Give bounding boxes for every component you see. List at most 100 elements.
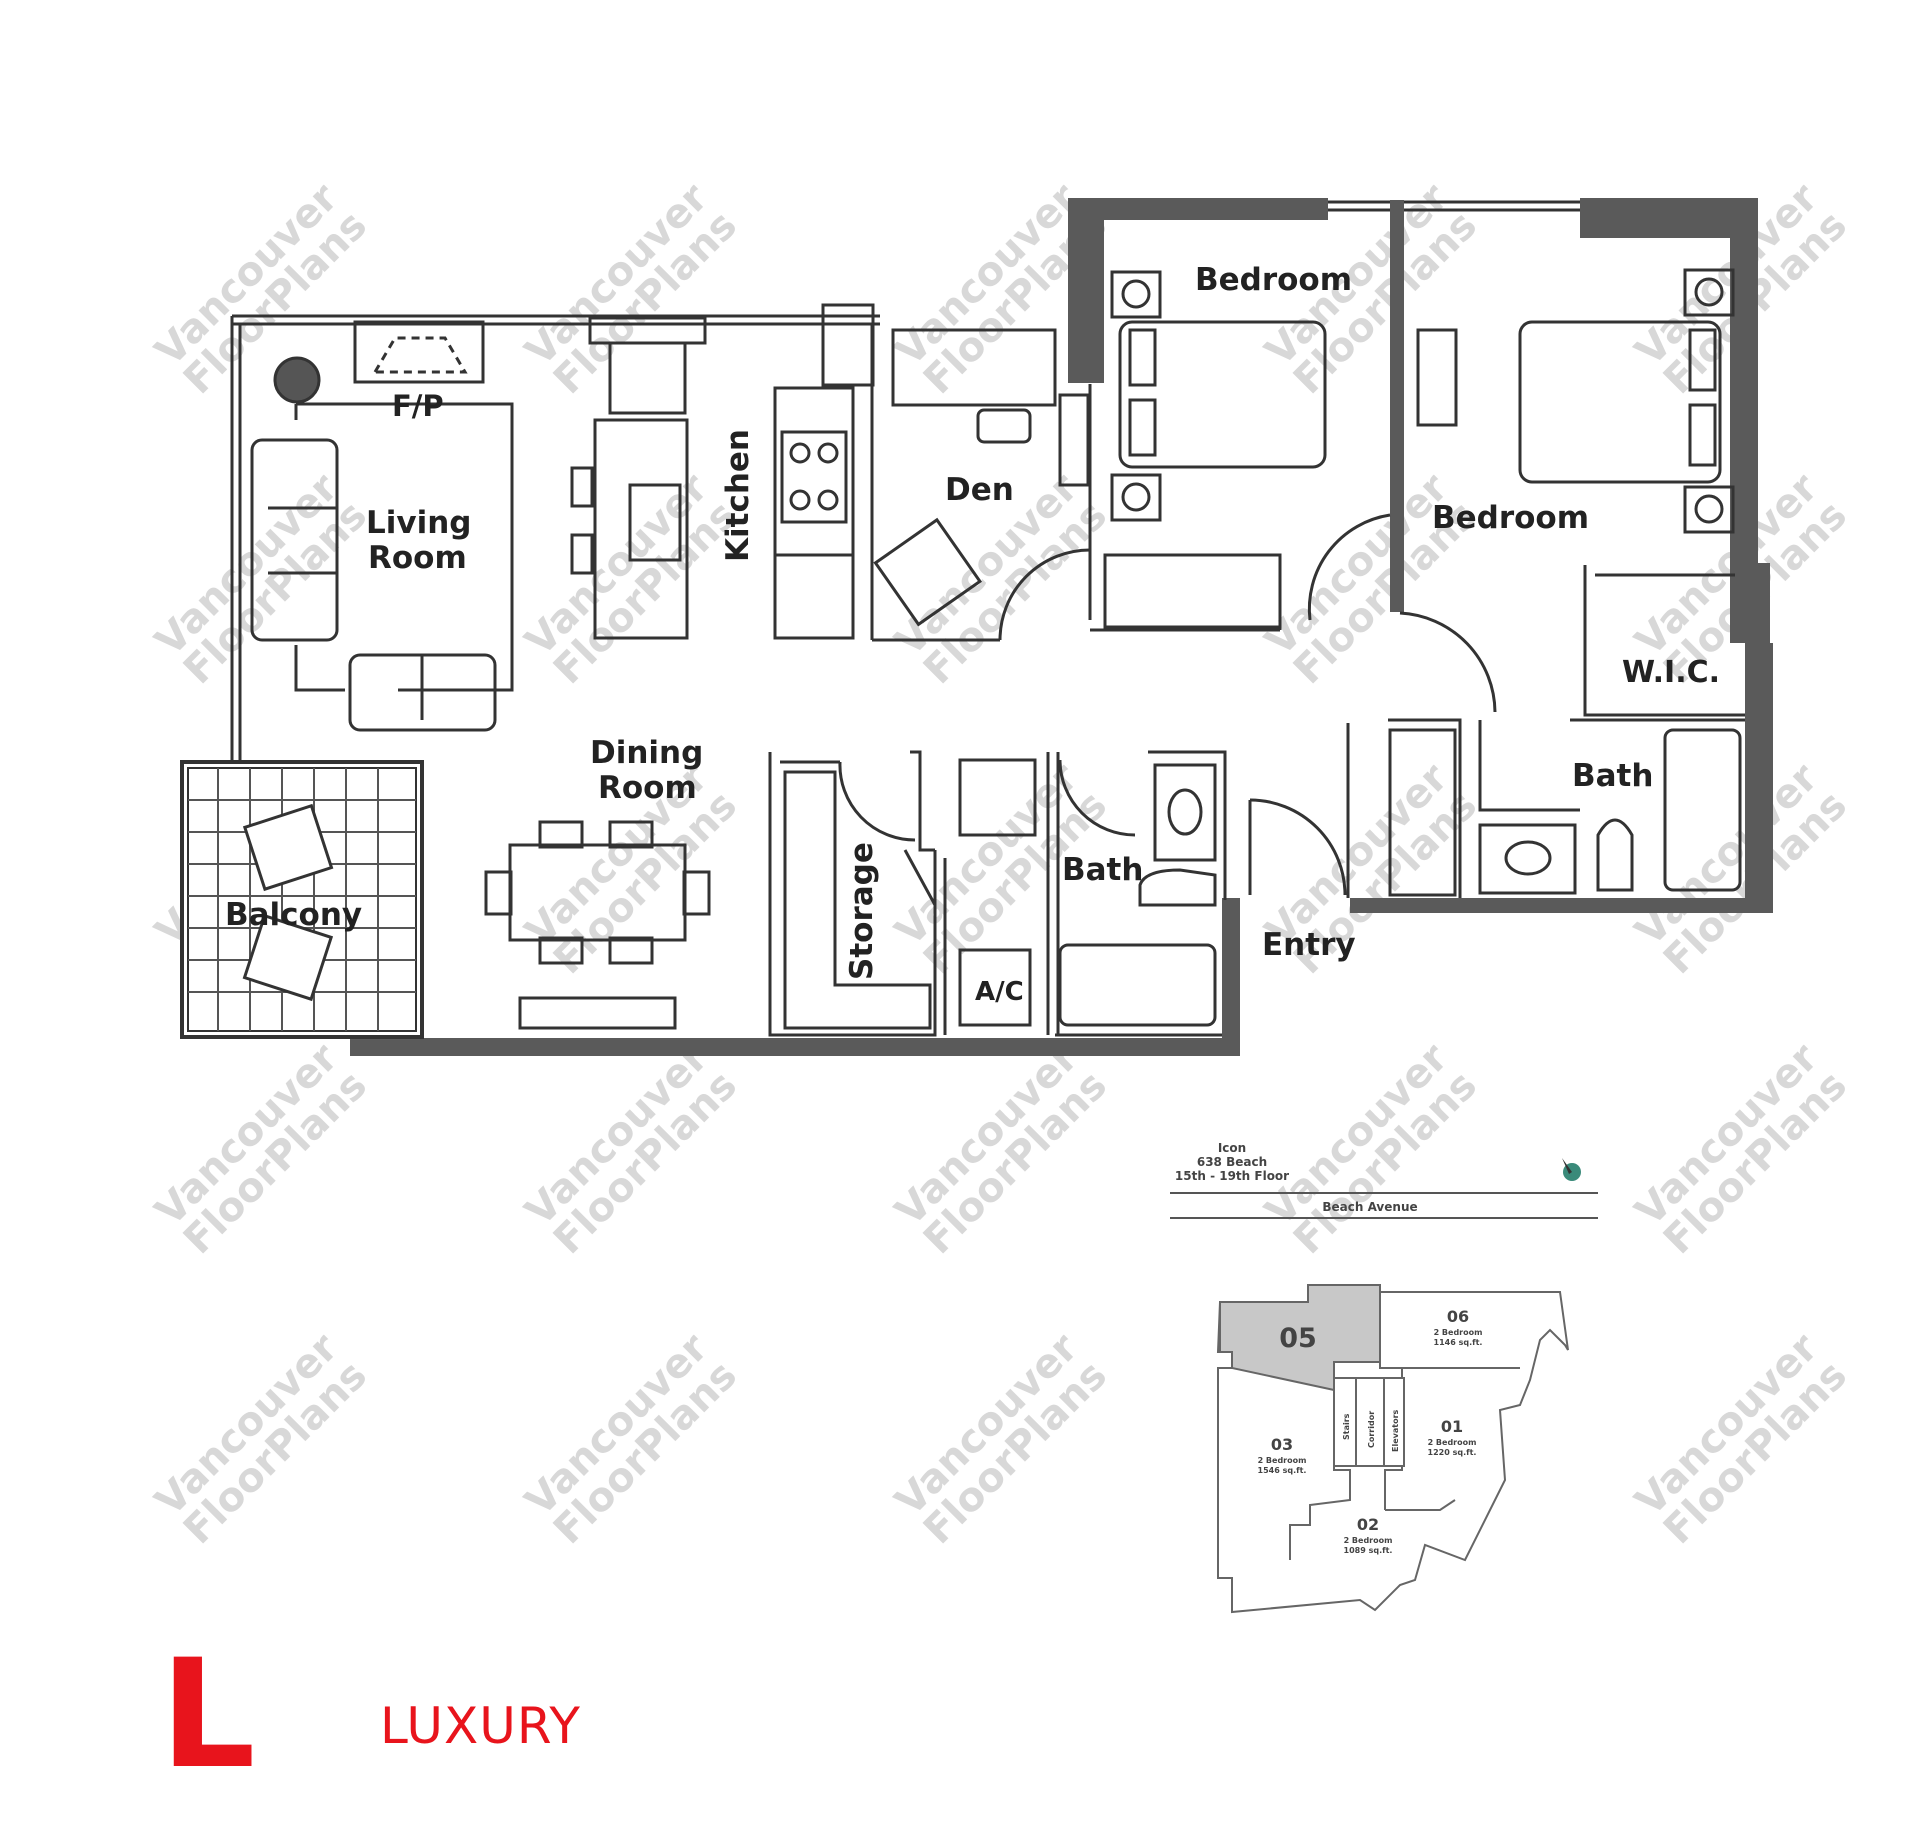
sink bbox=[1504, 840, 1552, 876]
cabinet bbox=[1058, 393, 1090, 487]
bed bbox=[1518, 320, 1722, 484]
kitchen-counter bbox=[608, 341, 687, 415]
key-unit-type: 2 Bedroom bbox=[1344, 1536, 1393, 1545]
balcony-edge bbox=[187, 767, 417, 1032]
pillow bbox=[1688, 403, 1717, 467]
room-label-living: Room bbox=[368, 540, 467, 576]
ac-unit bbox=[958, 948, 1032, 1027]
wall bbox=[1745, 643, 1773, 913]
patio-chair bbox=[242, 913, 334, 1002]
toilet bbox=[1138, 868, 1217, 907]
dresser bbox=[1103, 553, 1282, 629]
wall bbox=[1730, 198, 1758, 563]
burner bbox=[789, 442, 811, 464]
key-building-name: Icon bbox=[1218, 1141, 1246, 1155]
wall bbox=[350, 1038, 1240, 1056]
furniture bbox=[250, 268, 1742, 1030]
water-heater bbox=[958, 758, 1037, 837]
armchair bbox=[873, 517, 983, 627]
door-swing bbox=[998, 548, 1091, 641]
key-unit-number: 05 bbox=[1279, 1323, 1317, 1354]
burner bbox=[789, 489, 811, 511]
key-unit-area: 1220 sq.ft. bbox=[1428, 1448, 1477, 1457]
key-unit-number: 02 bbox=[1357, 1515, 1379, 1534]
door-swing bbox=[838, 761, 916, 842]
lamp bbox=[1121, 279, 1151, 309]
key-core-label: Elevators bbox=[1391, 1409, 1400, 1452]
wall bbox=[1350, 898, 1773, 913]
kitchen-island bbox=[593, 418, 689, 640]
lamp bbox=[1694, 277, 1724, 307]
kitchen-counter bbox=[773, 386, 855, 640]
door-swing bbox=[903, 849, 937, 906]
wall bbox=[1390, 200, 1404, 612]
room-label-ac: A/C bbox=[975, 977, 1024, 1007]
brand-letter: L bbox=[160, 1628, 256, 1802]
key-unit-area: 1546 sq.ft. bbox=[1258, 1466, 1307, 1475]
key-unit-divider bbox=[1289, 1390, 1351, 1560]
key-unit-type: 2 Bedroom bbox=[1258, 1456, 1307, 1465]
vanity bbox=[1153, 763, 1217, 862]
wall bbox=[1148, 750, 1227, 900]
chair bbox=[682, 870, 711, 916]
chair bbox=[538, 936, 584, 965]
patio-chair bbox=[242, 803, 334, 892]
sofa bbox=[250, 438, 339, 642]
fireplace-hearth bbox=[372, 336, 468, 374]
pillow bbox=[1688, 328, 1717, 392]
wall bbox=[1730, 563, 1770, 643]
fireplace bbox=[353, 320, 485, 384]
room-label-living: Living bbox=[366, 505, 471, 541]
exterior-walls bbox=[350, 198, 1773, 1056]
wall bbox=[1388, 718, 1462, 898]
room-label-fireplace: F/P bbox=[392, 389, 444, 423]
key-floors: 15th - 19th Floor bbox=[1175, 1169, 1289, 1183]
key-core-corridor bbox=[1355, 1377, 1385, 1467]
door-swing bbox=[1058, 759, 1136, 837]
sideboard bbox=[518, 996, 677, 1030]
wall bbox=[768, 752, 937, 1037]
chair bbox=[976, 408, 1032, 444]
key-unit-area: 1146 sq.ft. bbox=[1434, 1338, 1483, 1347]
room-label-dining: Room bbox=[598, 770, 697, 806]
key-plan: Icon 638 Beach 15th - 19th Floor Beach A… bbox=[1170, 1141, 1598, 1614]
vanity bbox=[1478, 823, 1577, 895]
hood bbox=[821, 303, 875, 387]
room-label-bath: Bath bbox=[1062, 852, 1143, 888]
dresser bbox=[1416, 328, 1458, 427]
door-swing bbox=[1399, 611, 1497, 713]
door-swing bbox=[1249, 798, 1347, 896]
chair bbox=[538, 820, 584, 849]
room-label-wic: W.I.C. bbox=[1622, 655, 1720, 690]
stove bbox=[780, 430, 848, 524]
bed bbox=[1118, 320, 1327, 469]
wall bbox=[1222, 898, 1240, 1056]
wall bbox=[1068, 198, 1104, 383]
bathtub bbox=[1663, 728, 1742, 892]
room-label-storage: Storage bbox=[844, 842, 880, 980]
wall bbox=[1583, 565, 1745, 717]
windows bbox=[230, 200, 1580, 762]
interior-walls bbox=[294, 200, 1745, 1037]
key-core-label: Stairs bbox=[1342, 1413, 1351, 1440]
balcony bbox=[180, 760, 424, 1039]
nightstand bbox=[1683, 268, 1735, 317]
toilet bbox=[1596, 818, 1634, 892]
room-label-bedroom: Bedroom bbox=[1432, 500, 1589, 536]
storage-shelf bbox=[783, 770, 932, 1030]
doors bbox=[838, 513, 1497, 906]
key-street-name: Beach Avenue bbox=[1322, 1200, 1417, 1214]
pillow bbox=[1128, 398, 1157, 457]
nightstand bbox=[1110, 270, 1162, 319]
compass-icon bbox=[1562, 1158, 1581, 1181]
wall bbox=[1580, 198, 1758, 238]
sink bbox=[1167, 788, 1203, 836]
key-unit-number: 06 bbox=[1447, 1307, 1469, 1326]
fridge bbox=[773, 553, 855, 640]
room-label-balcony: Balcony bbox=[225, 897, 362, 933]
desk bbox=[891, 328, 1057, 407]
key-core-elevators bbox=[1383, 1377, 1405, 1467]
key-core-label: Corridor bbox=[1367, 1411, 1376, 1448]
plant bbox=[273, 356, 321, 404]
